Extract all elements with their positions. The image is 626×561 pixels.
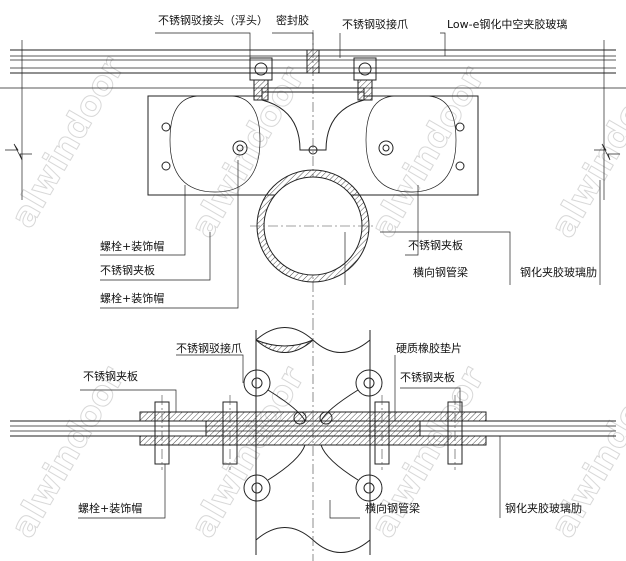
watermarks: alwindoor alwindoor alwindoor alwindoor …	[3, 50, 626, 545]
section-view: 不锈钢驳接爪 硬质橡胶垫片 不锈钢夹板 不锈钢夹板 螺栓+装饰帽 横向钢管梁 钢…	[10, 320, 616, 561]
steel-tube-beam	[250, 169, 376, 283]
label-rubber-pad: 硬质橡胶垫片	[396, 341, 462, 355]
label-spider-claw: 不锈钢驳接爪	[342, 18, 408, 31]
watermark: alwindoor	[183, 360, 313, 544]
label-steel-tube-beam: 横向钢管梁	[413, 265, 468, 279]
label-clamp-plate-right: 不锈钢夹板	[408, 238, 463, 252]
clamp-plate-bottom	[139, 435, 487, 446]
label-spider-claw: 不锈钢驳接爪	[176, 342, 242, 355]
top-view: 不锈钢驳接头（浮头） 密封胶 不锈钢驳接爪 Low-e钢化中空夹胶玻璃 螺栓+装…	[0, 13, 626, 320]
label-glass-fin: 钢化夹胶玻璃肋	[520, 265, 597, 279]
floating-head-left	[249, 57, 273, 101]
bolts	[161, 122, 465, 171]
floating-head-right	[353, 57, 377, 101]
label-clamp-plate-left: 不锈钢夹板	[100, 263, 155, 277]
watermark: alwindoor	[3, 360, 133, 544]
label-glass-fin: 钢化夹胶玻璃肋	[505, 501, 582, 515]
clamp-plate-top	[139, 411, 487, 422]
sealant	[306, 49, 320, 74]
label-bolt-cap: 螺栓+装饰帽	[100, 291, 164, 305]
leaders	[100, 32, 601, 309]
label-bolt-cap: 螺栓+装饰帽	[100, 239, 164, 253]
bolts-section	[154, 395, 463, 470]
label-sealant: 密封胶	[276, 13, 309, 27]
rubber-pad	[205, 420, 421, 437]
watermark: alwindoor	[3, 50, 133, 234]
label-steel-tube-beam: 横向钢管梁	[365, 501, 420, 515]
watermark: alwindoor	[543, 360, 626, 544]
label-clamp-plate-left: 不锈钢夹板	[83, 369, 138, 383]
label-floating-head: 不锈钢驳接头（浮头）	[158, 14, 268, 27]
spider-claw-section	[243, 369, 383, 502]
label-lowe-glass: Low-e钢化中空夹胶玻璃	[447, 17, 567, 31]
label-bolt-cap: 螺栓+装饰帽	[78, 501, 142, 515]
leaders-section	[78, 354, 501, 519]
label-clamp-plate-right: 不锈钢夹板	[400, 370, 455, 384]
spider-claw	[261, 91, 365, 151]
